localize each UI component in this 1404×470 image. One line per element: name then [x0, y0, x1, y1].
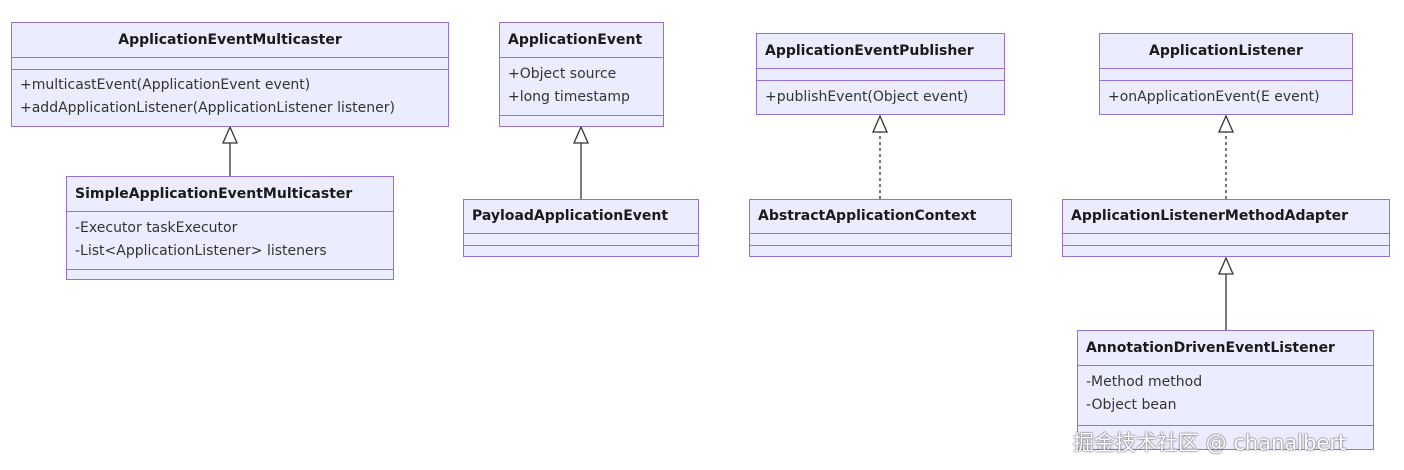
attribute-entry: -Method method [1086, 374, 1203, 390]
methods-section [500, 115, 663, 126]
edge-adapter-realizes-listener [1218, 114, 1234, 199]
edge-context-realizes-publisher [872, 114, 888, 199]
methods-section [464, 245, 698, 256]
class-application-event-multicaster: ApplicationEventMulticaster +multicastEv… [11, 22, 449, 127]
methods-section [1078, 425, 1373, 449]
class-application-event: ApplicationEvent +Object source +long ti… [499, 22, 664, 127]
class-name: SimpleApplicationEventMulticaster [75, 186, 353, 202]
attributes-section: +Object source +long timestamp [500, 57, 663, 115]
attribute-entry: -Object bean [1086, 397, 1177, 413]
method-entry: +addApplicationListener(ApplicationListe… [20, 100, 395, 116]
method-entry: +onApplicationEvent(E event) [1108, 89, 1320, 105]
class-annotation-driven-event-listener: AnnotationDrivenEventListener -Method me… [1077, 330, 1374, 450]
attribute-entry: -Executor taskExecutor [75, 220, 238, 236]
class-name: ApplicationListener [1149, 43, 1303, 59]
attributes-section [1100, 68, 1352, 80]
class-name: ApplicationEventMulticaster [118, 32, 342, 48]
class-name: PayloadApplicationEvent [472, 208, 669, 224]
method-entry: +multicastEvent(ApplicationEvent event) [20, 77, 311, 93]
methods-section: +multicastEvent(ApplicationEvent event) … [12, 69, 448, 126]
class-abstract-application-context: AbstractApplicationContext [749, 199, 1012, 257]
methods-section: +publishEvent(Object event) [757, 80, 1004, 114]
watermark: 掘金技术社区 @ chanalbert [1073, 431, 1347, 455]
attributes-section: -Method method -Object bean [1078, 365, 1373, 425]
attribute-entry: -List<ApplicationListener> listeners [75, 243, 327, 259]
class-application-listener-method-adapter: ApplicationListenerMethodAdapter [1062, 199, 1390, 257]
class-name: ApplicationEventPublisher [765, 43, 974, 59]
class-name: ApplicationEvent [508, 32, 643, 48]
class-application-event-publisher: ApplicationEventPublisher +publishEvent(… [756, 33, 1005, 115]
class-name: AbstractApplicationContext [758, 208, 977, 224]
attributes-section [464, 233, 698, 245]
attributes-section [12, 57, 448, 69]
class-name: AnnotationDrivenEventListener [1086, 340, 1335, 356]
attribute-entry: +Object source [508, 66, 617, 82]
methods-section [1063, 245, 1389, 256]
class-application-listener: ApplicationListener +onApplicationEvent(… [1099, 33, 1353, 115]
class-simple-application-event-multicaster: SimpleApplicationEventMulticaster -Execu… [66, 176, 394, 280]
methods-section [67, 269, 393, 279]
attributes-section [757, 68, 1004, 80]
method-entry: +publishEvent(Object event) [765, 89, 969, 105]
attributes-section [750, 233, 1011, 245]
methods-section [750, 245, 1011, 256]
class-payload-application-event: PayloadApplicationEvent [463, 199, 699, 257]
edge-simple-multicaster-inherits [222, 125, 238, 176]
attributes-section [1063, 233, 1389, 245]
attribute-entry: +long timestamp [508, 89, 630, 105]
edge-payload-event-inherits [573, 125, 589, 199]
class-name: ApplicationListenerMethodAdapter [1071, 208, 1349, 224]
edge-annotation-listener-inherits [1218, 256, 1234, 330]
attributes-section: -Executor taskExecutor -List<Application… [67, 211, 393, 269]
methods-section: +onApplicationEvent(E event) [1100, 80, 1352, 114]
